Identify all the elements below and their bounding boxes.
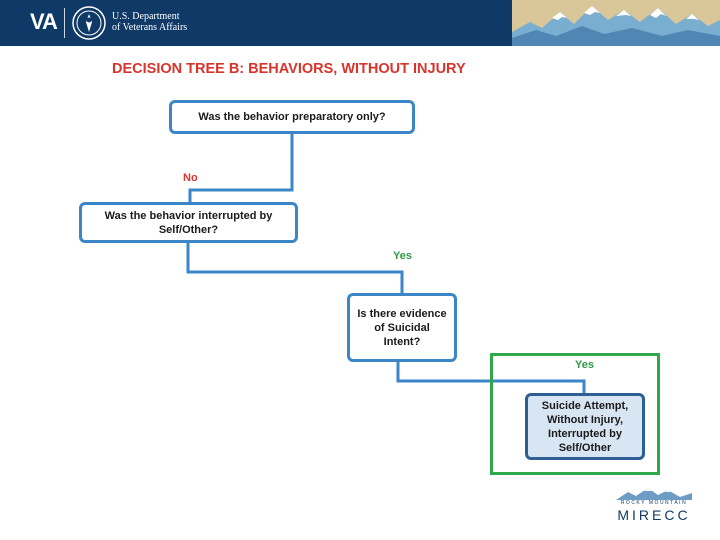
department-line-1: U.S. Department: [112, 11, 180, 22]
department-name: U.S. Department of Veterans Affairs: [112, 11, 187, 33]
header-banner: VA U.S. Department of Veterans Affairs: [0, 0, 720, 46]
connector-q1-q2: [188, 132, 294, 204]
question-intent-text: Is there evidence of Suicidal Intent?: [357, 307, 447, 348]
question-preparatory-text: Was the behavior preparatory only?: [198, 111, 386, 123]
va-seal-icon: [72, 6, 106, 40]
question-preparatory-node: Was the behavior preparatory only?: [169, 100, 415, 134]
logo-divider: [64, 8, 65, 38]
question-interrupted-node: Was the behavior interrupted by Self/Oth…: [79, 202, 298, 243]
outcome-suicide-attempt-text: Suicide Attempt, Without Injury, Interru…: [541, 399, 629, 454]
outcome-suicide-attempt-node: Suicide Attempt, Without Injury, Interru…: [525, 393, 645, 460]
outcome-highlight-box: [490, 353, 660, 475]
mirecc-mountain-icon: [616, 488, 692, 500]
question-interrupted-text: Was the behavior interrupted by Self/Oth…: [104, 209, 273, 236]
mirecc-subtitle: ROCKY MOUNTAIN: [620, 500, 688, 506]
edge-label-yes-1: Yes: [393, 250, 412, 262]
mountains-image: [512, 0, 720, 46]
mirecc-logo: ROCKY MOUNTAIN MIRECC: [612, 486, 696, 526]
department-line-2: of Veterans Affairs: [112, 22, 188, 33]
mirecc-wordmark: MIRECC: [617, 507, 691, 523]
edge-label-yes-2: Yes: [575, 359, 594, 371]
edge-label-no: No: [183, 172, 198, 184]
connector-q2-q3: [186, 240, 404, 296]
va-logo: VA: [30, 9, 58, 34]
question-intent-node: Is there evidence of Suicidal Intent?: [347, 293, 457, 362]
page-title: DECISION TREE B: BEHAVIORS, WITHOUT INJU…: [112, 61, 466, 77]
